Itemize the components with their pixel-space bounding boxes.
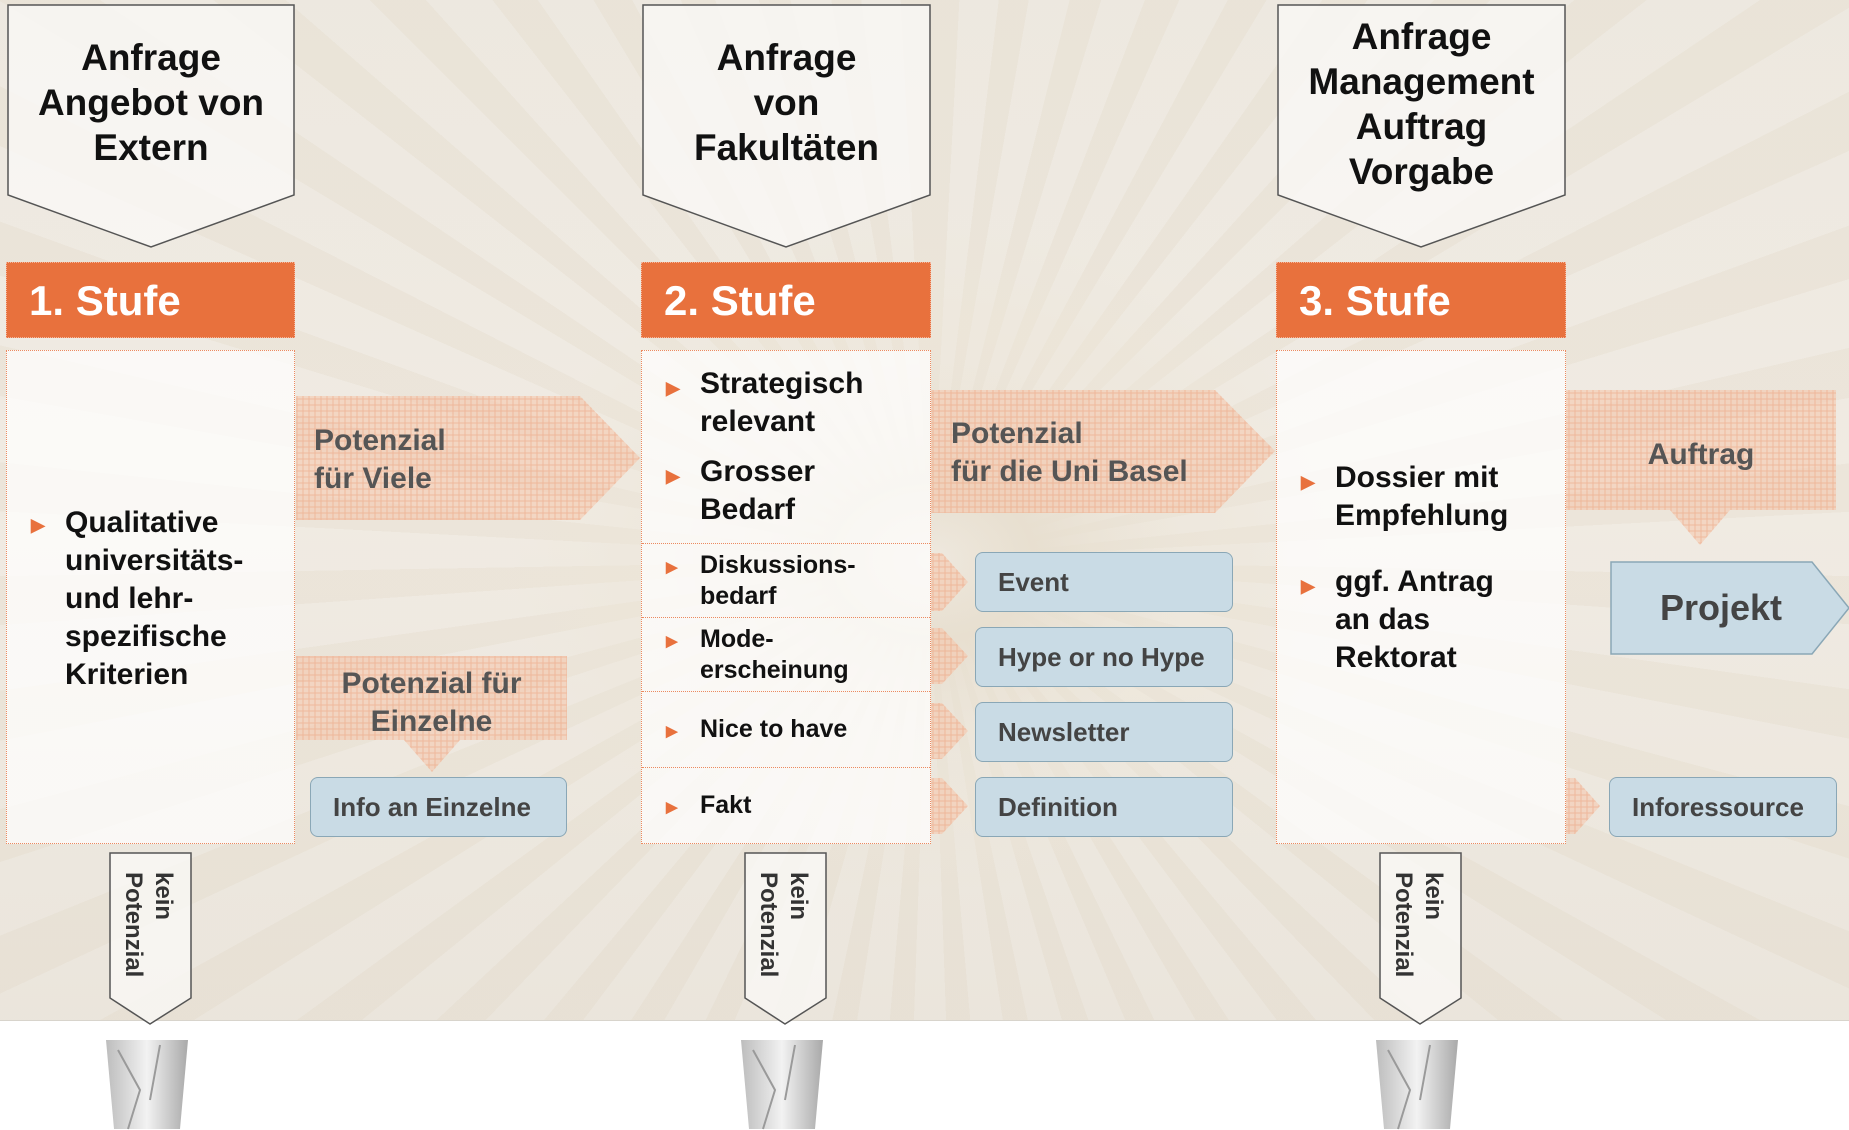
box-newsletter: Newsletter — [975, 702, 1233, 762]
trash-bin-icon-3 — [1376, 1040, 1458, 1130]
box-definition: Definition — [975, 777, 1233, 837]
header-chevron-3 — [1277, 4, 1566, 248]
connector-hype — [931, 628, 968, 684]
arrow-potenzial-basel — [931, 390, 1275, 513]
connector-definition — [931, 778, 968, 834]
trash-bin-icon-2 — [741, 1040, 823, 1130]
reject-arrow-1 — [109, 852, 192, 1025]
reject-arrow-3 — [1379, 852, 1462, 1025]
stage-2-row-fakt: ▶ Fakt — [642, 767, 930, 843]
stufe-1-bar: 1. Stufe — [6, 262, 295, 338]
box-hype: Hype or no Hype — [975, 627, 1233, 687]
reject-arrow-2 — [744, 852, 827, 1025]
stufe-2-bar: 2. Stufe — [641, 262, 931, 338]
stage-1-criteria: ▶ Qualitative universitäts- und lehr- sp… — [31, 506, 244, 691]
stage-2-row-mode: ▶ Mode-erscheinung — [642, 617, 930, 691]
label-projekt: Projekt — [1659, 587, 1783, 628]
box-event: Event — [975, 552, 1233, 612]
stage-2-row-diskussion: ▶ Diskussions-bedarf — [642, 543, 930, 617]
connector-newsletter — [931, 703, 968, 759]
stage-2-row-nice: ▶ Nice to have — [642, 691, 930, 767]
arrow-potenzial-einzelne — [296, 656, 567, 772]
footer-band — [0, 1020, 1849, 1130]
stage-1-panel: ▶ Qualitative universitäts- und lehr- sp… — [6, 350, 295, 844]
projekt-arrow — [1610, 561, 1849, 655]
connector-event — [931, 553, 968, 611]
bullet-icon: ▶ — [31, 515, 45, 535]
arrow-potenzial-viele — [296, 396, 640, 520]
stufe-3-bar: 3. Stufe — [1276, 262, 1566, 338]
box-inforessource: Inforessource — [1609, 777, 1837, 837]
box-info-einzelne: Info an Einzelne — [310, 777, 567, 837]
connector-inforessource — [1566, 778, 1600, 834]
header-chevron-2 — [642, 4, 931, 248]
label-auftrag: Auftrag — [1647, 438, 1755, 471]
header-chevron-1 — [7, 4, 295, 248]
trash-bin-icon-1 — [106, 1040, 188, 1130]
arrow-auftrag — [1566, 390, 1836, 545]
